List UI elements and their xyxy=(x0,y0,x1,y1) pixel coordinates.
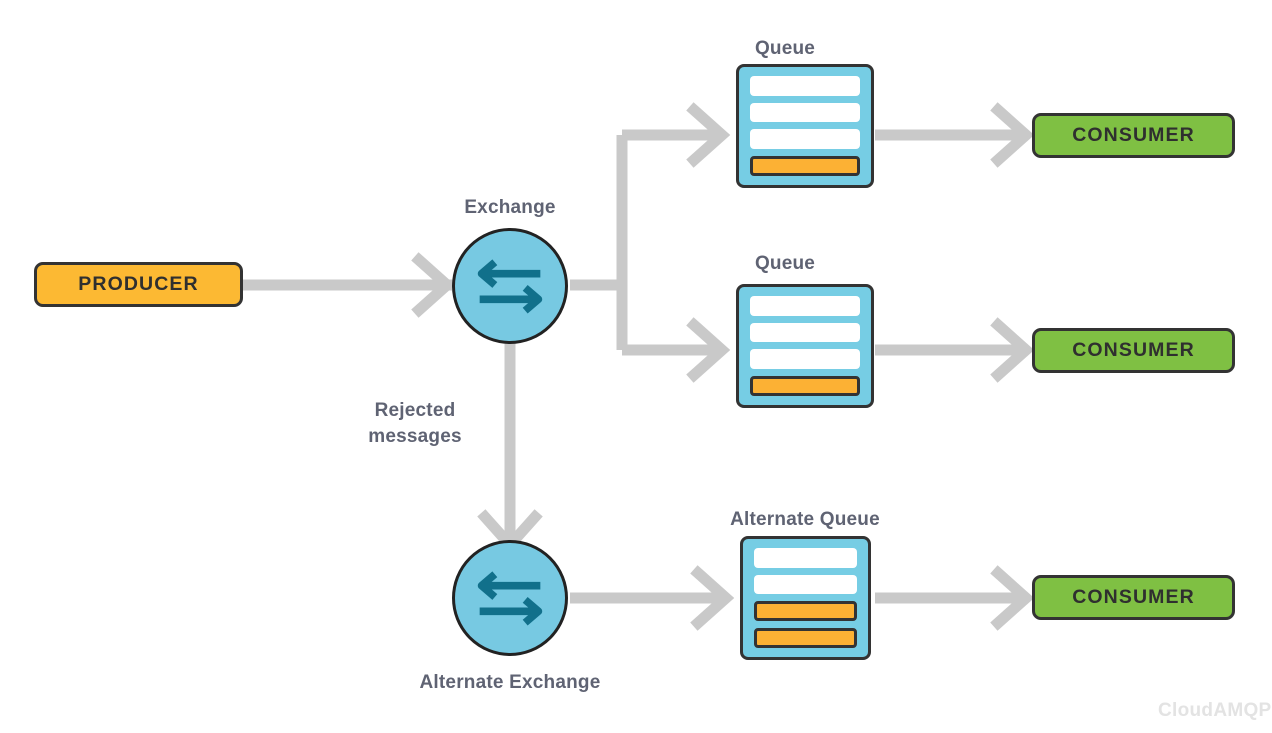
queue-middle-node[interactable] xyxy=(736,284,874,408)
queue-top-node[interactable] xyxy=(736,64,874,188)
queue-message-white xyxy=(750,129,860,150)
producer-label: PRODUCER xyxy=(78,273,199,295)
consumer-top-node[interactable]: CONSUMER xyxy=(1032,113,1235,158)
consumer-label: CONSUMER xyxy=(1072,586,1195,608)
queue-message-orange xyxy=(754,601,857,622)
arrowhead-consumer-bottom xyxy=(990,565,1035,631)
alternate-exchange-label: Alternate Exchange xyxy=(419,672,601,693)
queue-message-white xyxy=(754,548,857,568)
producer-node[interactable]: PRODUCER xyxy=(34,262,243,307)
alternate-exchange-node[interactable] xyxy=(452,540,568,656)
exchange-node[interactable] xyxy=(452,228,568,344)
arrowhead-queue-top xyxy=(686,102,731,168)
exchange-label: Exchange xyxy=(464,197,556,218)
queue-message-white xyxy=(750,349,860,370)
cloudamqp-watermark: CloudAMQP xyxy=(1158,700,1272,721)
alternate-queue-node[interactable] xyxy=(740,536,871,660)
bidirectional-arrows-icon xyxy=(477,259,543,314)
queue-message-white xyxy=(754,574,857,595)
consumer-middle-node[interactable]: CONSUMER xyxy=(1032,328,1235,373)
alternate-queue-label: Alternate Queue xyxy=(730,509,880,530)
arrowhead-consumer-top xyxy=(990,102,1035,168)
queue-message-orange xyxy=(750,156,860,177)
arrowhead-consumer-middle xyxy=(990,317,1035,383)
consumer-bottom-node[interactable]: CONSUMER xyxy=(1032,575,1235,620)
queue-message-white xyxy=(750,102,860,123)
queue-message-white xyxy=(750,322,860,343)
arrowhead-queue-middle xyxy=(686,317,731,383)
queue-message-orange xyxy=(754,628,857,648)
queue-message-white xyxy=(750,296,860,316)
arrowhead-producer-to-exchange xyxy=(411,252,456,318)
queue-top-label: Queue xyxy=(754,38,816,59)
queue-middle-label: Queue xyxy=(754,253,816,274)
consumer-label: CONSUMER xyxy=(1072,124,1195,146)
arrowhead-alternate-queue xyxy=(690,565,735,631)
bidirectional-arrows-icon xyxy=(477,571,543,626)
queue-message-white xyxy=(750,76,860,96)
queue-message-orange xyxy=(750,376,860,397)
rejected-messages-label: Rejected messages xyxy=(368,400,462,447)
consumer-label: CONSUMER xyxy=(1072,339,1195,361)
